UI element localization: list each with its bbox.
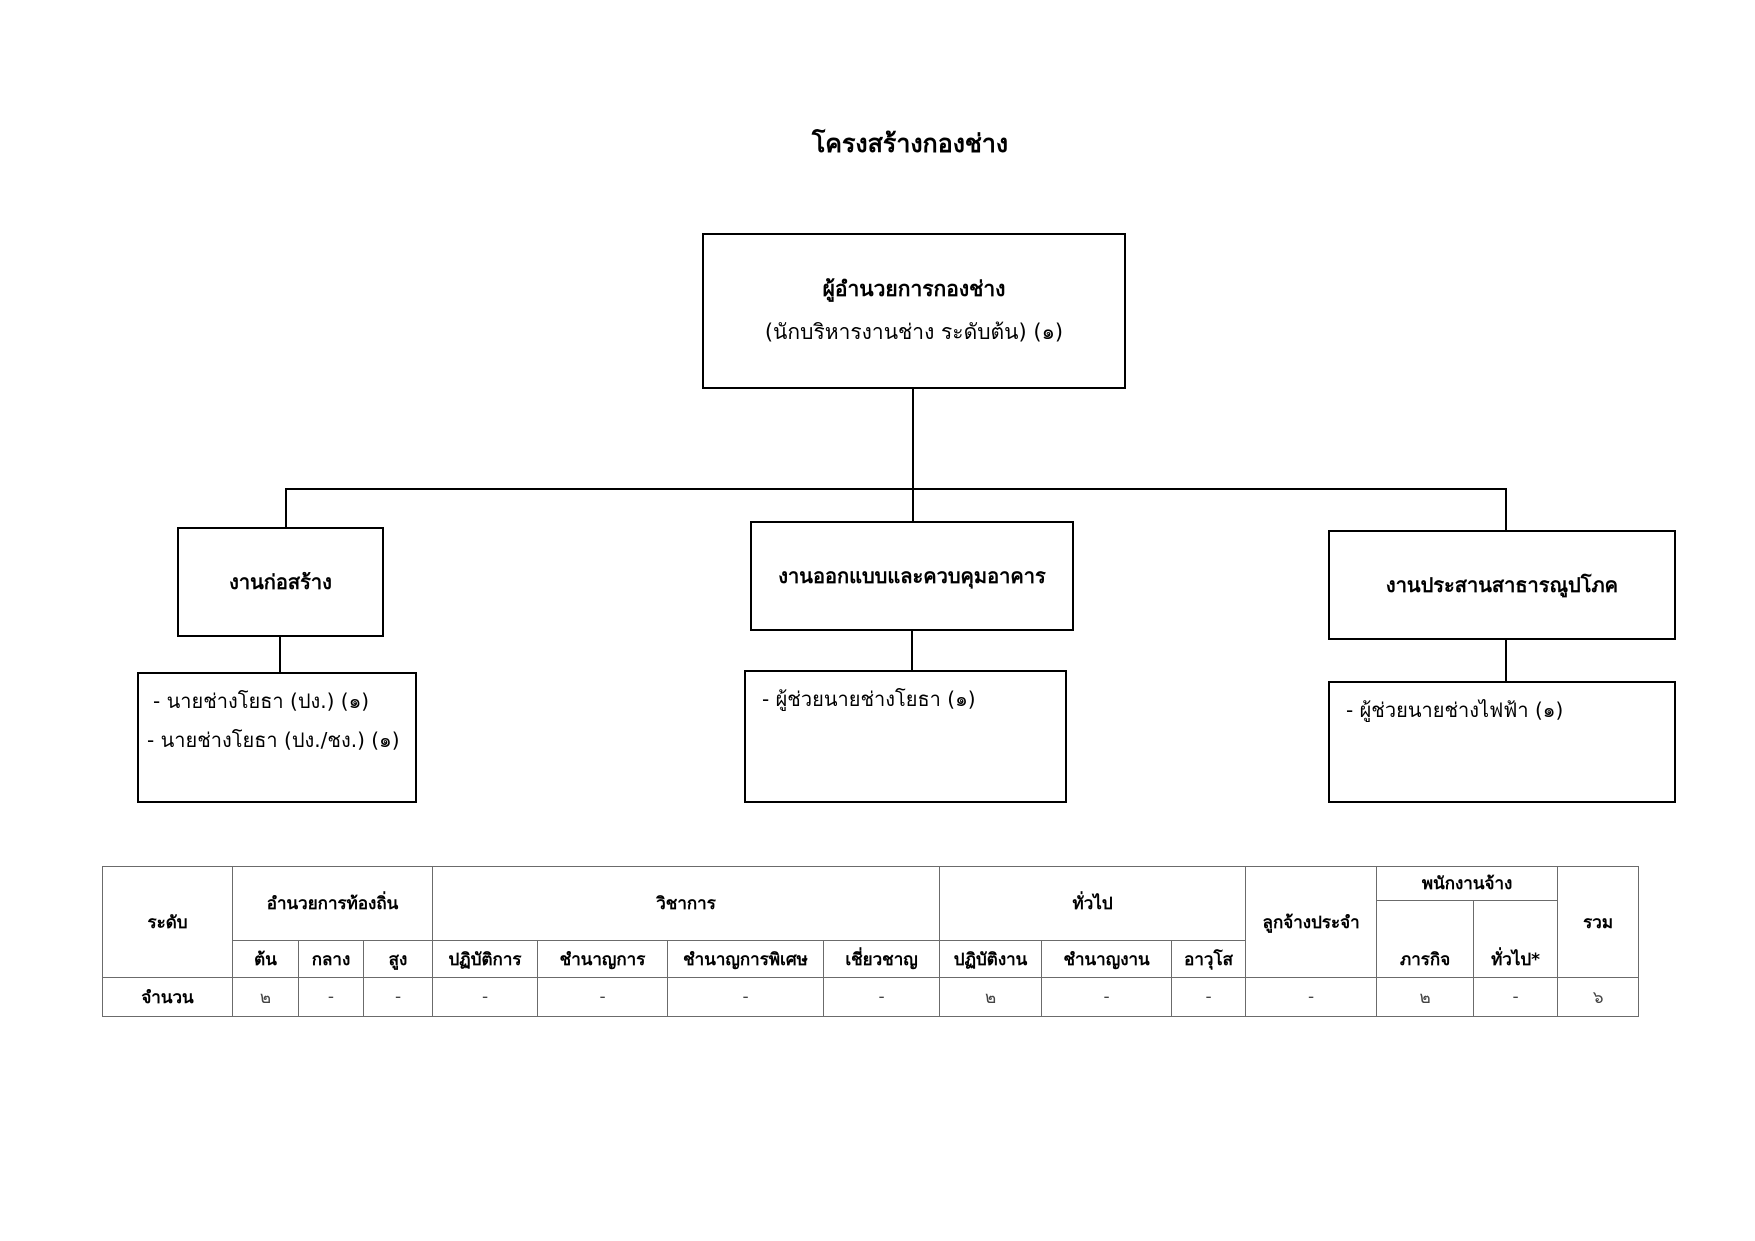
subheader-practitioner: ปฏิบัติการ: [432, 940, 539, 978]
subheader-senior-general: อาวุโส: [1171, 940, 1247, 978]
head-title: ผู้อำนวยการกองช่าง: [822, 277, 1006, 301]
connector-right-down: [1505, 488, 1507, 532]
head-box: ผู้อำนวยการกองช่าง (นักบริหารงานช่าง ระด…: [702, 233, 1126, 389]
unit-box-utilities: งานประสานสาธารณูปโภค: [1328, 530, 1676, 640]
table-cell: -: [1245, 977, 1378, 1017]
table-cell: -: [1473, 977, 1559, 1017]
subheader-experienced: ชำนาญงาน: [1041, 940, 1173, 978]
table-cell: ๒: [1376, 977, 1475, 1017]
table-cell: -: [432, 977, 539, 1017]
page-title: โครงสร้างกองช่าง: [811, 129, 1009, 158]
unit-label: งานออกแบบและควบคุมอาคาร: [778, 564, 1046, 588]
subheader-junior: ต้น: [232, 940, 299, 978]
table-cell: -: [1171, 977, 1247, 1017]
table-cell: -: [823, 977, 941, 1017]
table-cell: -: [1041, 977, 1173, 1017]
staff-item: - นายช่างโยธา (ปง.) (๑): [153, 689, 370, 713]
table-cell: -: [667, 977, 825, 1017]
subheader-general-employee: ทั่วไป*: [1473, 900, 1559, 978]
staff-item: - ผู้ช่วยนายช่างไฟฟ้า (๑): [1346, 698, 1564, 722]
row-label-count: จำนวน: [102, 977, 233, 1017]
table-cell: ๖: [1557, 977, 1640, 1017]
table-cell: -: [298, 977, 364, 1017]
table-cell: -: [362, 977, 434, 1017]
header-general: ทั่วไป: [939, 866, 1247, 941]
subheader-operational: ปฏิบัติงาน: [939, 940, 1043, 978]
unit-box-design-control: งานออกแบบและควบคุมอาคาร: [750, 521, 1074, 631]
subheader-senior-professional: ชำนาญการพิเศษ: [667, 940, 825, 978]
table-cell: -: [537, 977, 669, 1017]
connector-unit3-staff: [1505, 640, 1507, 682]
header-permanent-worker: ลูกจ้างประจำ: [1245, 866, 1378, 978]
header-academic: วิชาการ: [432, 866, 941, 941]
header-employee: พนักงานจ้าง: [1376, 866, 1559, 901]
subheader-middle: กลาง: [298, 940, 364, 978]
subheader-expert: เชี่ยวชาญ: [823, 940, 941, 978]
subheader-senior: สูง: [362, 940, 434, 978]
header-level: ระดับ: [102, 866, 233, 978]
connector-unit1-staff: [279, 637, 281, 673]
header-total: รวม: [1557, 866, 1640, 978]
staff-item: - นายช่างโยธา (ปง./ชง.) (๑): [147, 728, 400, 752]
summary-table: ระดับ อำนวยการท้องถิ่น วิชาการ ทั่วไป ลู…: [102, 866, 1640, 1017]
table-cell: ๒: [939, 977, 1043, 1017]
subheader-mission: ภารกิจ: [1376, 900, 1475, 978]
connector-left-down: [285, 488, 287, 528]
unit-box-construction: งานก่อสร้าง: [177, 527, 384, 637]
staff-item: - ผู้ช่วยนายช่างโยธา (๑): [762, 687, 976, 711]
staff-box-utilities: - ผู้ช่วยนายช่างไฟฟ้า (๑): [1328, 681, 1676, 803]
header-local-admin: อำนวยการท้องถิ่น: [231, 866, 434, 941]
unit-label: งานก่อสร้าง: [229, 570, 332, 594]
subheader-professional: ชำนาญการ: [537, 940, 669, 978]
table-cell: ๒: [232, 977, 299, 1017]
staff-box-construction: - นายช่างโยธา (ปง.) (๑) - นายช่างโยธา (ป…: [137, 672, 417, 803]
staff-box-design-control: - ผู้ช่วยนายช่างโยธา (๑): [744, 670, 1067, 803]
connector-unit2-staff: [911, 631, 913, 671]
head-subtitle: (นักบริหารงานช่าง ระดับต้น) (๑): [764, 320, 1064, 344]
unit-label: งานประสานสาธารณูปโภค: [1385, 573, 1619, 597]
connector-horizontal: [285, 488, 1507, 490]
connector-head-down: [912, 389, 914, 522]
